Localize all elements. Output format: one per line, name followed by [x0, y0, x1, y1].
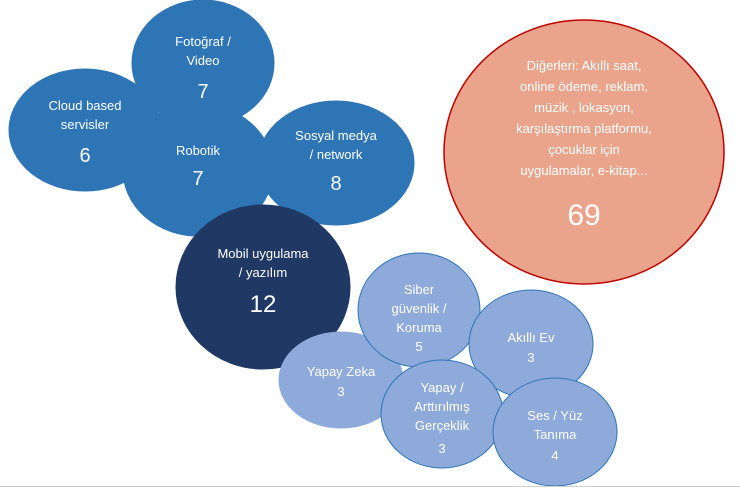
bubble-label-ar: Arttırılmış	[414, 399, 470, 414]
bubble-label-digerleri: Diğerleri: Akıllı saat,	[527, 58, 642, 73]
bubble-value-siber: 5	[415, 339, 422, 354]
bubble-label-ses-yuz: Tanıma	[534, 427, 577, 442]
bubble-siber: Siber güvenlik / Koruma 5	[357, 252, 481, 368]
bubble-label-digerleri: online ödeme, reklam,	[520, 79, 648, 94]
bubble-label-cloud: Cloud based	[49, 98, 122, 113]
bubble-label-yapay-zeka: Yapay Zeka	[307, 364, 376, 379]
bubble-label-ar: Gerçeklik	[415, 418, 470, 433]
bubble-label-digerleri: karşılaştırma platformu,	[516, 121, 652, 136]
bubble-akilli-ev: Akıllı Ev 3	[468, 289, 594, 399]
bubble-value-sosyal: 8	[330, 173, 341, 195]
bubble-label-sosyal: / network	[310, 147, 363, 162]
bubble-label-fotograf: Fotoğraf /	[175, 34, 231, 49]
bubble-label-akilli-ev: Akıllı Ev	[508, 330, 555, 345]
bubble-shape-fotograf	[131, 0, 275, 127]
bubble-label-mobil: / yazılım	[239, 265, 287, 280]
bubble-value-yapay-zeka: 3	[337, 384, 344, 399]
bubble-label-digerleri: müzik , lokasyon,	[534, 100, 634, 115]
bubble-label-siber: Siber	[404, 282, 435, 297]
bubble-digerleri: Diğerleri: Akıllı saat, online ödeme, rek…	[443, 19, 725, 285]
bubble-shape-cloud	[8, 68, 162, 192]
bubble-value-ses-yuz: 4	[551, 448, 558, 463]
bubble-sosyal: Sosyal medya / network 8	[257, 100, 415, 226]
bubble-value-fotograf: 7	[197, 81, 208, 103]
bubble-value-mobil: 12	[250, 291, 277, 318]
bubble-value-akilli-ev: 3	[527, 350, 534, 365]
bubble-label-fotograf: Video	[186, 53, 219, 68]
bubble-label-mobil: Mobil uygulama	[217, 246, 309, 261]
bubble-yapay-zeka: Yapay Zeka 3	[278, 331, 404, 429]
bubble-value-cloud: 6	[79, 145, 90, 167]
bubble-value-robotik: 7	[192, 168, 203, 190]
bubble-label-ses-yuz: Ses / Yüz	[527, 408, 582, 423]
bubble-shape-mobil	[175, 204, 351, 370]
bubble-value-ar: 3	[438, 441, 445, 456]
bubble-shape-digerleri	[443, 19, 725, 285]
bubble-label-digerleri: çocuklar için	[548, 142, 620, 157]
bubble-label-robotik: Robotik	[176, 143, 221, 158]
bubble-label-sosyal: Sosyal medya	[295, 128, 377, 143]
bubble-fotograf: Fotoğraf / Video 7	[131, 0, 275, 127]
bubble-mobil: Mobil uygulama / yazılım 12	[175, 204, 351, 370]
bubble-cloud: Cloud based servisler 6	[8, 68, 162, 192]
bubble-label-cloud: servisler	[61, 117, 110, 132]
bubble-value-digerleri: 69	[567, 199, 600, 232]
bubble-shape-sosyal	[257, 100, 415, 226]
bubble-label-siber: güvenlik /	[392, 301, 447, 316]
bubble-label-ar: Yapay /	[420, 380, 464, 395]
bubble-label-digerleri: uygulamalar, e-kitap...	[520, 163, 647, 178]
bottom-divider	[0, 486, 740, 487]
bubble-label-siber: Koruma	[396, 320, 442, 335]
